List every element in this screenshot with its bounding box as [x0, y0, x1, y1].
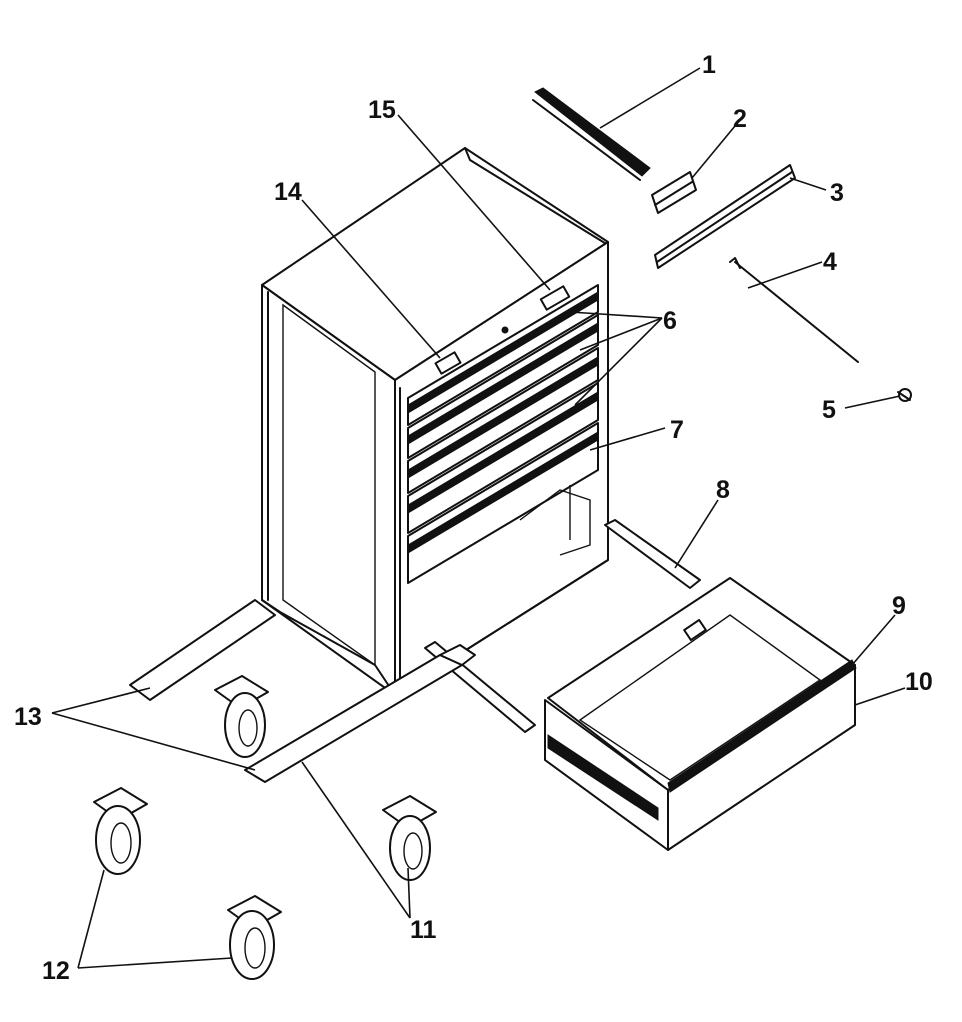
callout-12: 12: [42, 957, 70, 985]
part-4-lock-rod: [729, 257, 859, 363]
lock-icon: [501, 326, 509, 334]
caster-11a: [214, 675, 269, 758]
callout-5: 5: [822, 396, 836, 424]
callout-1: 1: [702, 51, 716, 79]
loose-drawer: [544, 577, 857, 851]
cabinet-drawers: [407, 284, 599, 584]
callout-4: 4: [823, 248, 837, 276]
caster-12a: [93, 787, 148, 875]
part-2-bracket: [651, 171, 697, 214]
callout-10: 10: [905, 668, 933, 696]
callout-15: 15: [368, 96, 396, 124]
tool-cabinet: [261, 147, 609, 696]
caster-12b: [227, 895, 282, 980]
callout-3: 3: [830, 179, 844, 207]
callout-13: 13: [14, 703, 42, 731]
callout-8: 8: [716, 476, 730, 504]
callout-labels: 1 2 3 4 5 6 7 8 9 10 11 12 13 14 15: [14, 51, 933, 985]
callout-11: 11: [410, 916, 437, 944]
callout-14: 14: [274, 178, 302, 206]
label-plate-14: [434, 351, 462, 375]
callout-6: 6: [663, 307, 677, 335]
part-5-screw: [897, 388, 912, 402]
callout-2: 2: [733, 105, 747, 133]
caster-11b: [382, 795, 437, 881]
caster-plates-13: [129, 599, 476, 783]
part-1-handle-bar: [532, 87, 651, 181]
callout-9: 9: [892, 592, 906, 620]
part-3-slide-rail: [654, 164, 796, 269]
drawer-latch: [683, 618, 707, 642]
label-plate-15: [539, 285, 571, 311]
callout-7: 7: [670, 416, 684, 444]
leader-lines: [51, 67, 906, 969]
